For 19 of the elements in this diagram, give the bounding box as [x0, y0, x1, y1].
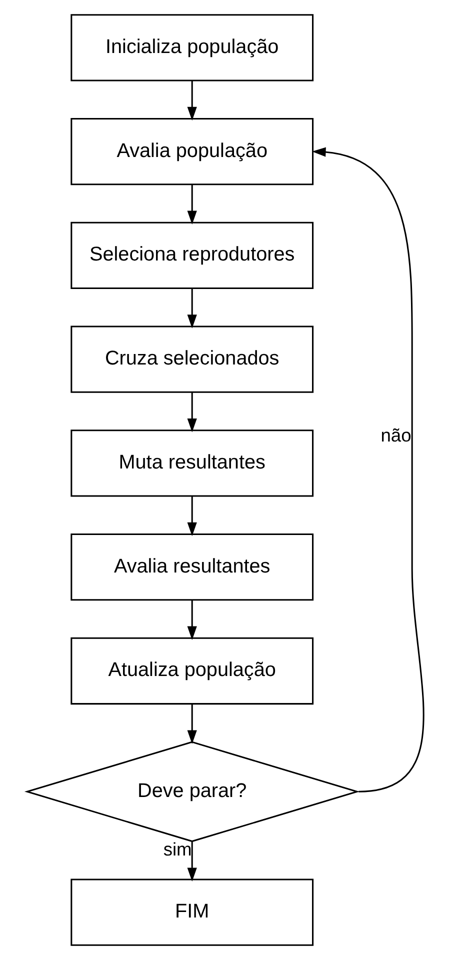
arrow	[186, 392, 196, 432]
node-box: Avalia resultantes	[70, 533, 314, 601]
node-box: FIM	[70, 878, 314, 946]
node-box: Avalia população	[70, 118, 314, 186]
arrow	[186, 842, 196, 882]
arrow	[186, 600, 196, 640]
node-box: Atualiza população	[70, 637, 314, 705]
arrow	[186, 184, 196, 225]
node-box: Inicializa população	[70, 14, 314, 82]
node-box: Seleciona reprodutores	[70, 222, 314, 290]
arrow	[312, 147, 424, 792]
arrow	[186, 80, 196, 121]
node-box: Cruza selecionados	[70, 326, 314, 393]
arrow	[186, 496, 196, 536]
arrow	[186, 288, 196, 328]
node-diamond: Deve parar?	[24, 741, 360, 842]
arrow	[186, 704, 196, 744]
edge-label: não	[380, 424, 411, 446]
node-box: Muta resultantes	[70, 430, 314, 497]
